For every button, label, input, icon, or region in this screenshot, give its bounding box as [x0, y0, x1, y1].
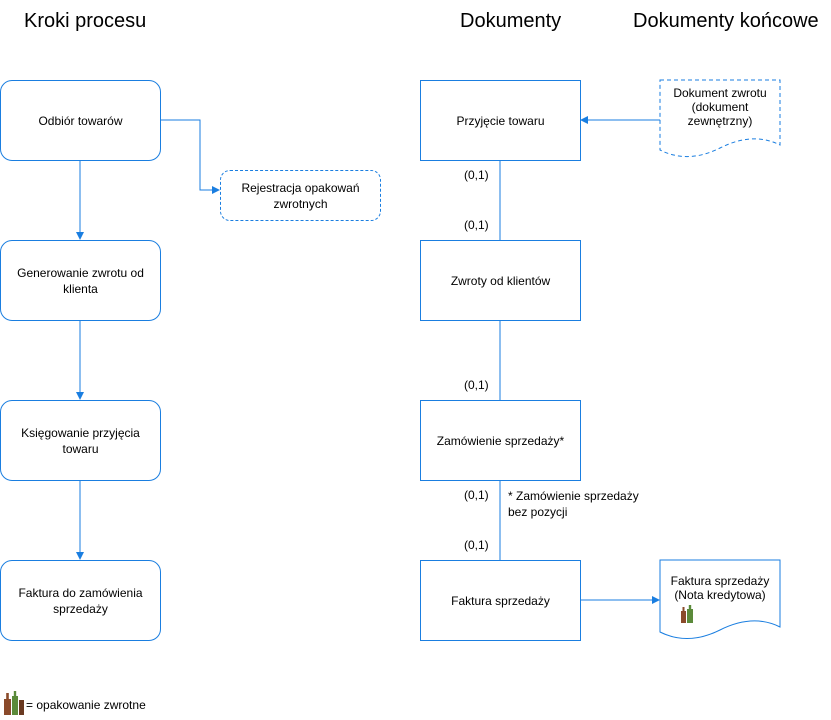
step-generate-customer-return-label: Generowanie zwrotu od klienta: [17, 265, 144, 296]
return-document-line1: Dokument zwrotu: [673, 86, 767, 100]
doc-customer-returns[interactable]: Zwroty od klientów: [420, 240, 581, 321]
heading-documents: Dokumenty: [460, 10, 562, 32]
step-post-goods-receipt-label: Księgowanie przyjęcia towaru: [21, 425, 140, 456]
sales-order-note-line2: bez pozycji: [508, 505, 568, 519]
cardinality-label: (0,1): [464, 378, 489, 392]
sales-invoice-credit-note[interactable]: Faktura sprzedaży (Nota kredytowa): [660, 574, 780, 602]
return-document-shape: [659, 79, 781, 158]
doc-goods-receipt-label: Przyjęcie towaru: [456, 113, 545, 128]
returnable-packaging-icon: [681, 605, 693, 623]
cardinality-label: (0,1): [464, 488, 489, 502]
arrow-step1-side: [160, 119, 220, 194]
sales-invoice-credit-note-line2: (Nota kredytowa): [674, 588, 766, 602]
step-post-goods-receipt[interactable]: Księgowanie przyjęcia towaru: [0, 400, 161, 481]
step-goods-receipt[interactable]: Odbiór towarów: [0, 80, 161, 161]
return-document-line3: zewnętrzny): [687, 114, 753, 128]
doc-sales-invoice-label: Faktura sprzedaży: [451, 593, 550, 608]
step-sales-order-invoice-label: Faktura do zamówienia sprzedaży: [18, 585, 143, 616]
legend-returnable-packaging: = opakowanie zwrotne: [26, 698, 146, 712]
step-generate-customer-return[interactable]: Generowanie zwrotu od klienta: [0, 240, 161, 321]
heading-final-documents: Dokumenty końcowe: [633, 10, 819, 32]
step-register-returnable-packaging-label: Rejestracja opakowań zwrotnych: [241, 180, 360, 211]
doc-goods-receipt[interactable]: Przyjęcie towaru: [420, 80, 581, 161]
doc-sales-invoice[interactable]: Faktura sprzedaży: [420, 560, 581, 641]
return-document-line2: (dokument: [691, 100, 749, 114]
step-goods-receipt-label: Odbiór towarów: [38, 113, 123, 128]
doc-sales-order-label: Zamówienie sprzedaży*: [436, 433, 565, 448]
sales-order-note-line1: * Zamówienie sprzedaży: [508, 489, 639, 503]
doc-sales-order[interactable]: Zamówienie sprzedaży*: [420, 400, 581, 481]
return-document[interactable]: Dokument zwrotu (dokument zewnętrzny): [660, 86, 780, 128]
heading-process-steps: Kroki procesu: [24, 10, 147, 32]
returnable-packaging-icon: [4, 691, 24, 715]
doc-customer-returns-label: Zwroty od klientów: [450, 273, 551, 288]
step-register-returnable-packaging[interactable]: Rejestracja opakowań zwrotnych: [220, 170, 381, 221]
step-sales-order-invoice[interactable]: Faktura do zamówienia sprzedaży: [0, 560, 161, 641]
cardinality-label: (0,1): [464, 538, 489, 552]
cardinality-label: (0,1): [464, 168, 489, 182]
cardinality-label: (0,1): [464, 218, 489, 232]
sales-invoice-credit-note-line1: Faktura sprzedaży: [670, 574, 770, 588]
